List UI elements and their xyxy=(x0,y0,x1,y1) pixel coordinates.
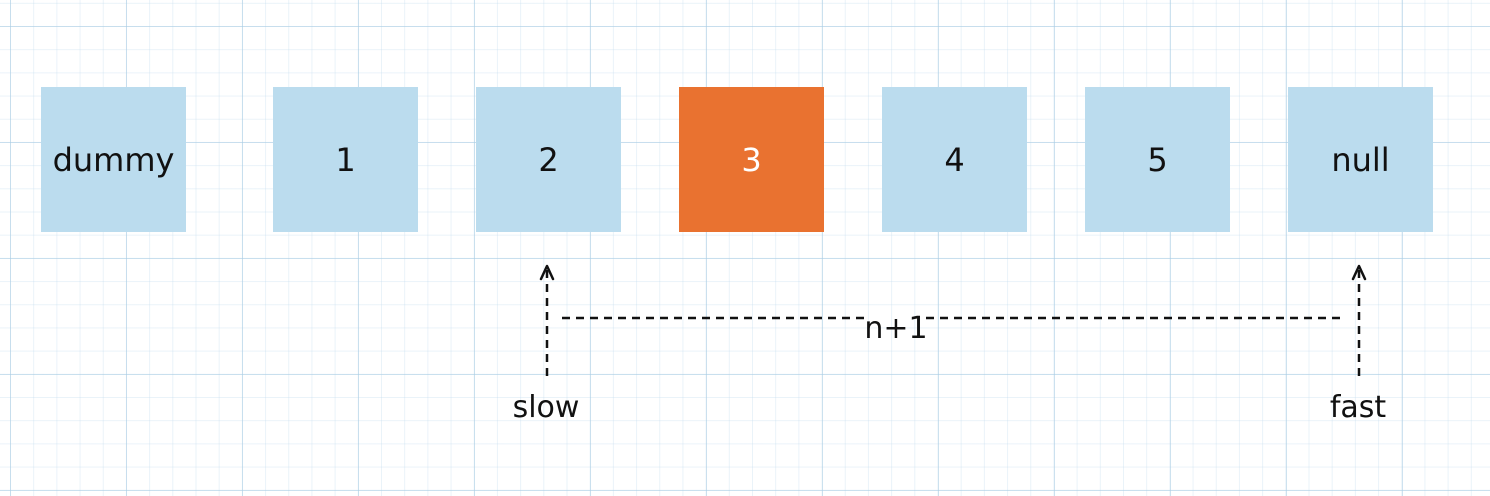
node-2: 2 xyxy=(476,87,621,232)
node-1: 1 xyxy=(273,87,418,232)
node-3-highlighted: 3 xyxy=(679,87,824,232)
gap-label: n+1 xyxy=(864,311,928,346)
node-dummy: dummy xyxy=(41,87,186,232)
node-label: dummy xyxy=(52,140,175,179)
fast-pointer-label: fast xyxy=(1329,390,1387,425)
fast-arrowhead-icon xyxy=(1351,264,1367,281)
slow-pointer-label: slow xyxy=(512,390,580,425)
node-5: 5 xyxy=(1085,87,1230,232)
node-label: 4 xyxy=(944,140,965,179)
node-label: 5 xyxy=(1147,140,1168,179)
node-label: null xyxy=(1331,140,1390,179)
node-label: 2 xyxy=(538,140,559,179)
node-4: 4 xyxy=(882,87,1027,232)
node-label: 3 xyxy=(741,140,762,179)
node-null: null xyxy=(1288,87,1433,232)
slow-arrowhead-icon xyxy=(539,264,555,281)
node-label: 1 xyxy=(335,140,356,179)
